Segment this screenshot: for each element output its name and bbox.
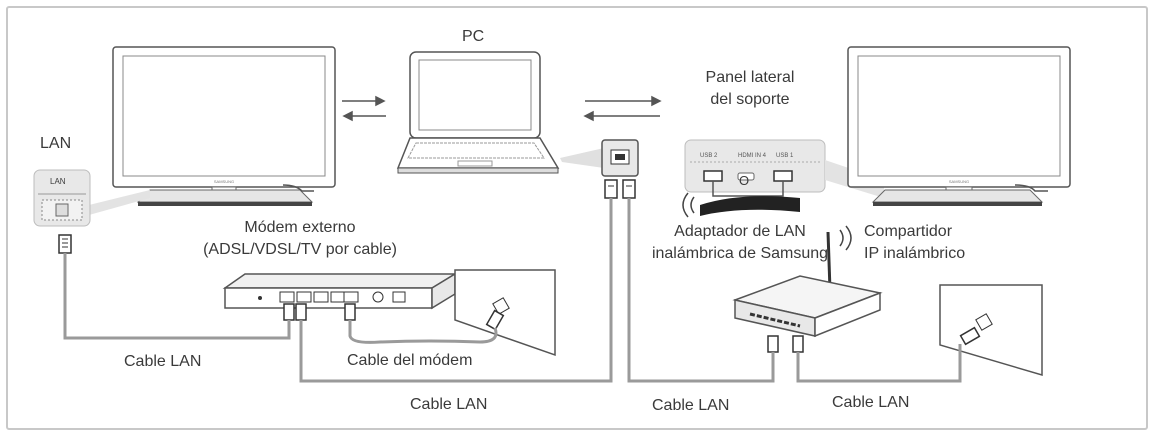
adapter-label-2: inalámbrica de Samsung: [651, 245, 829, 262]
modem-label-1: Módem externo: [244, 219, 356, 236]
side-panel: USB 2 HDMI IN 4 USB 1: [684, 139, 884, 198]
lan-port-zoom: [33, 169, 150, 227]
wall-jack-middle: [454, 269, 556, 357]
arrows-right: [583, 95, 662, 122]
modem: [222, 272, 458, 321]
modem-label-2: (ADSL/VDSL/TV por cable): [203, 241, 397, 258]
lan-label: LAN: [40, 135, 72, 152]
router-label-2: IP inalámbrico: [864, 245, 966, 262]
laptop: [396, 51, 560, 174]
left-tv-brand: SAMSUNG: [214, 179, 234, 184]
laptop-lan-port-zoom: [560, 139, 639, 177]
right-tv-brand: SAMSUNG: [949, 179, 969, 184]
usb2-label: USB 2: [700, 153, 718, 159]
cable-lan-right1-label: Cable LAN: [652, 397, 730, 414]
lan-port-label: LAN: [50, 177, 66, 186]
usb1-label: USB 1: [776, 153, 794, 159]
side-panel-label-1: Panel lateral: [705, 69, 795, 86]
diagram-frame: [6, 6, 1148, 430]
arrows-left: [342, 95, 386, 122]
cable-modem-label: Cable del módem: [347, 352, 473, 369]
cable-lan-right2-label: Cable LAN: [832, 394, 910, 411]
side-panel-label-2: del soporte: [710, 91, 790, 108]
cable-lan-mid-label: Cable LAN: [410, 396, 488, 413]
cable-lan-left-label: Cable LAN: [124, 353, 202, 370]
wireless-router: [732, 225, 883, 353]
lan-plug-left: [58, 234, 72, 254]
pc-label: PC: [462, 28, 485, 45]
wall-jack-right: [939, 284, 1043, 377]
hdmi-label: HDMI IN 4: [738, 153, 767, 159]
wireless-adapter: [682, 192, 800, 218]
adapter-label-1: Adaptador de LAN: [674, 223, 806, 240]
cables: [63, 198, 962, 383]
laptop-lan-plugs: [604, 179, 636, 199]
right-tv: SAMSUNG: [847, 46, 1071, 206]
left-tv: SAMSUNG: [112, 46, 336, 206]
router-label-1: Compartidor: [864, 223, 953, 240]
or-label: O: [739, 173, 750, 188]
